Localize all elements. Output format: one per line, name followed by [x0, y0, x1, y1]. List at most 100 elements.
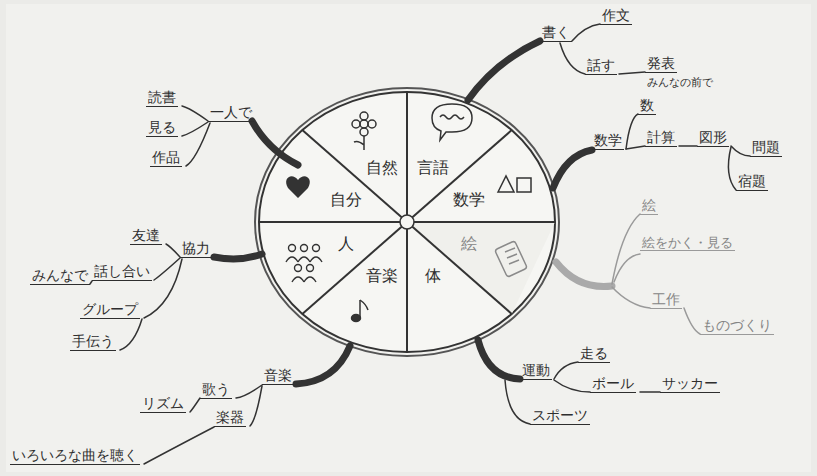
branch-word: みんなで [30, 266, 90, 285]
sub-branch [728, 147, 736, 190]
branch-word: みんなの前で [645, 76, 715, 90]
person-body [298, 257, 310, 262]
square-shape [517, 178, 531, 192]
people-icon [286, 245, 322, 283]
flower-petal [352, 120, 360, 128]
branch-word: 絵 [640, 196, 658, 215]
person-head [307, 265, 314, 272]
branch-word: 工作 [650, 290, 682, 309]
sub-branch [182, 122, 208, 136]
phone-line [509, 260, 519, 264]
person-body [310, 257, 322, 262]
person-head [289, 245, 296, 252]
branch-word: 書く [540, 23, 572, 42]
main-branches [214, 41, 612, 384]
speech-bubble-icon [432, 104, 472, 140]
sub-branch [684, 308, 700, 334]
center-circle [259, 92, 555, 352]
branch-word: リズム [140, 394, 186, 413]
sector-node: 音楽 [363, 264, 401, 288]
center-dot [400, 215, 414, 229]
branch-word: 走る [578, 344, 610, 363]
branch-word: 読書 [146, 88, 178, 107]
sector-label: 数学 [453, 190, 485, 210]
main-branch [296, 346, 350, 384]
sector-divider [302, 130, 511, 314]
sub-branch [640, 391, 660, 393]
sub-branch [166, 244, 180, 257]
sub-branch [505, 380, 530, 424]
branch-word: 宿題 [736, 172, 768, 191]
branch-word: 問題 [750, 138, 782, 157]
sub-branch [236, 385, 262, 398]
phone-icon [495, 241, 528, 277]
sector-label: 体 [425, 266, 441, 286]
paper-sheet [6, 4, 811, 472]
branch-word: 図形 [697, 128, 729, 147]
sector-label: 自然 [366, 158, 398, 178]
note-flag [360, 300, 368, 310]
sector-node: 言語 [414, 156, 452, 180]
flower-stem [354, 136, 364, 150]
phone-line [505, 248, 515, 252]
sector-label: 音楽 [366, 266, 398, 286]
sub-branch [731, 146, 750, 156]
sub-branch [90, 281, 92, 284]
sub-branch [614, 254, 640, 282]
branch-word: グループ [80, 300, 140, 319]
sector-node: 人 [335, 232, 357, 256]
branch-word: スポーツ [530, 406, 590, 425]
branch-word: 数学 [592, 131, 624, 150]
sub-branch [144, 427, 214, 464]
branch-word: ものづくり [700, 316, 774, 335]
main-branch [478, 340, 520, 379]
branch-word: 友達 [130, 226, 162, 245]
branch-word: 発表 [645, 54, 677, 73]
flower-petal [360, 112, 368, 120]
person-body [304, 277, 316, 282]
sub-branch [554, 362, 578, 379]
triangle-shape [498, 176, 514, 192]
flower-petal [368, 120, 376, 128]
branch-word: サッカー [660, 374, 720, 393]
sub-branch [120, 319, 142, 350]
note-head [352, 315, 361, 322]
sector-label: 人 [338, 234, 354, 254]
shapes-icon [498, 176, 531, 192]
branch-word: 数 [638, 96, 656, 115]
sector-label: 自分 [330, 190, 362, 210]
sector-label: 言語 [417, 158, 449, 178]
sub-branch [572, 24, 600, 41]
sub-branch [626, 114, 638, 149]
sector-node: 自分 [327, 188, 365, 212]
main-branch [252, 121, 298, 165]
note-stem [359, 300, 361, 318]
flower-petal [360, 128, 368, 136]
main-branch [468, 41, 540, 100]
main-branch [553, 150, 592, 188]
branch-word: 話し合い [92, 262, 152, 281]
sub-branch [612, 287, 650, 308]
heart-icon [286, 176, 310, 198]
person-head [313, 245, 320, 252]
sub-branch [554, 380, 590, 392]
sub-branch [186, 123, 210, 166]
branch-word: 一人で [208, 103, 254, 122]
sub-branch [626, 146, 645, 149]
person-body [286, 257, 298, 262]
outer-ring [255, 88, 559, 356]
flower-center [360, 120, 368, 128]
person-head [295, 265, 302, 272]
phone-line [507, 254, 517, 258]
sub-branches [90, 24, 750, 464]
branch-word: 作文 [600, 6, 632, 25]
sector-node: 数学 [450, 188, 488, 212]
branch-word: 音楽 [262, 366, 294, 385]
branch-word: 作品 [150, 148, 182, 167]
bubble-squiggle [440, 115, 464, 119]
person-body [292, 277, 304, 282]
music-note-icon [352, 300, 369, 322]
sub-branch [250, 386, 262, 426]
branch-word: 協力 [180, 239, 212, 258]
